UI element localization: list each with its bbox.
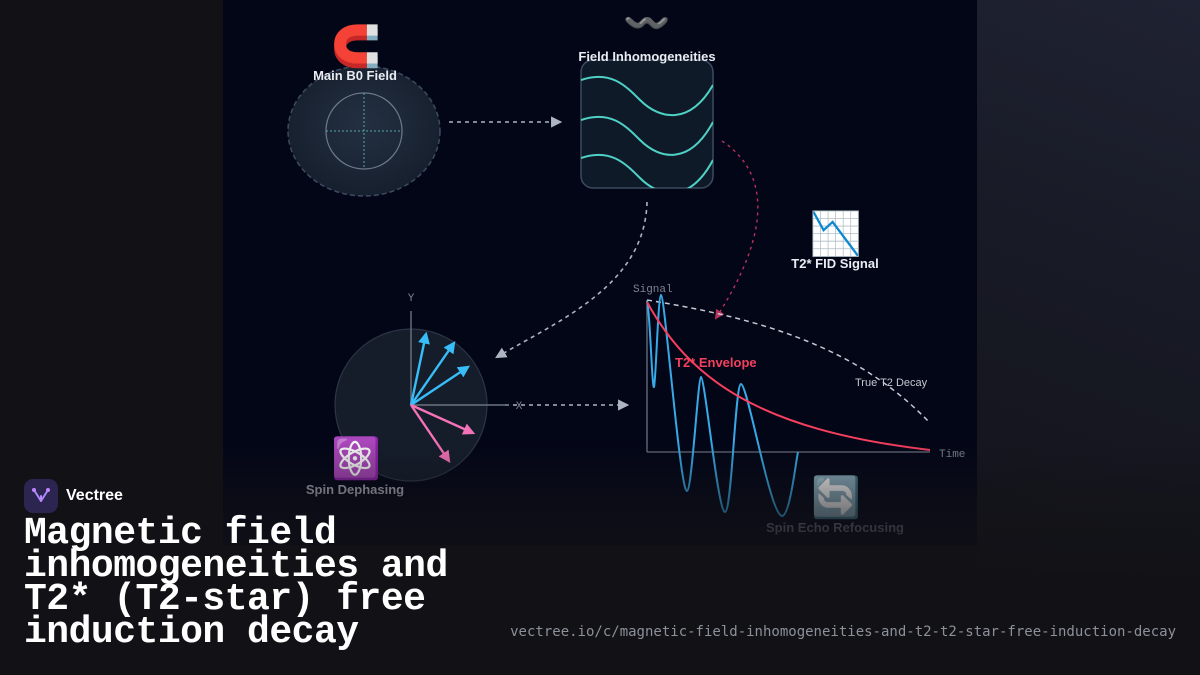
vectree-logo-icon: [24, 479, 58, 513]
spin-vector: [409, 331, 430, 406]
atom-icon: ⚛️: [331, 435, 381, 482]
spin-echo-label: Spin Echo Refocusing: [766, 520, 904, 535]
counterclockwise-arrows-icon: 🔄: [811, 474, 861, 521]
brand: Vectree: [24, 479, 123, 513]
connector-inhomogeneities-to-dephasing: [495, 201, 648, 359]
t2-star-envelope-curve: [646, 301, 931, 451]
x-axis-label: X: [516, 401, 523, 413]
connector-inhomogeneities-to-fid: [714, 140, 759, 320]
page-title: Magnetic field inhomogeneities and T2* (…: [24, 512, 448, 654]
y-axis-label: Y: [408, 293, 415, 305]
fid-plot: [646, 293, 931, 518]
fid-y-axis-label: Signal: [633, 284, 673, 296]
b0-field-node: [287, 65, 441, 197]
b0-field-label: Main B0 Field: [313, 68, 397, 83]
true-t2-decay-curve: [646, 299, 931, 424]
magnet-icon: 🧲: [331, 23, 381, 70]
fid-x-axis-label: Time: [939, 449, 965, 461]
spin-vector: [410, 341, 456, 406]
inhomogeneity-wave: [581, 153, 713, 188]
true-decay-label: True T2 Decay: [855, 377, 928, 389]
chart-decreasing-icon: 📉: [810, 209, 862, 258]
inhomogeneities-label: Field Inhomogeneities: [578, 49, 715, 64]
brand-name: Vectree: [66, 487, 123, 504]
inhomogeneity-wave: [581, 75, 713, 117]
inhomogeneities-node: [580, 59, 714, 189]
envelope-label: T2* Envelope: [675, 355, 757, 370]
fid-oscillation-curve: [646, 293, 799, 518]
spin-dephasing-label: Spin Dephasing: [306, 482, 404, 497]
page-url[interactable]: vectree.io/c/magnetic-field-inhomogeneit…: [510, 624, 1176, 640]
fid-signal-label: T2* FID Signal: [791, 256, 878, 271]
wavy-dash-icon: 〰️: [623, 1, 670, 45]
inhomogeneity-wave: [581, 115, 713, 156]
spin-vector: [410, 365, 470, 406]
spin-vector-dephased: [410, 403, 476, 435]
